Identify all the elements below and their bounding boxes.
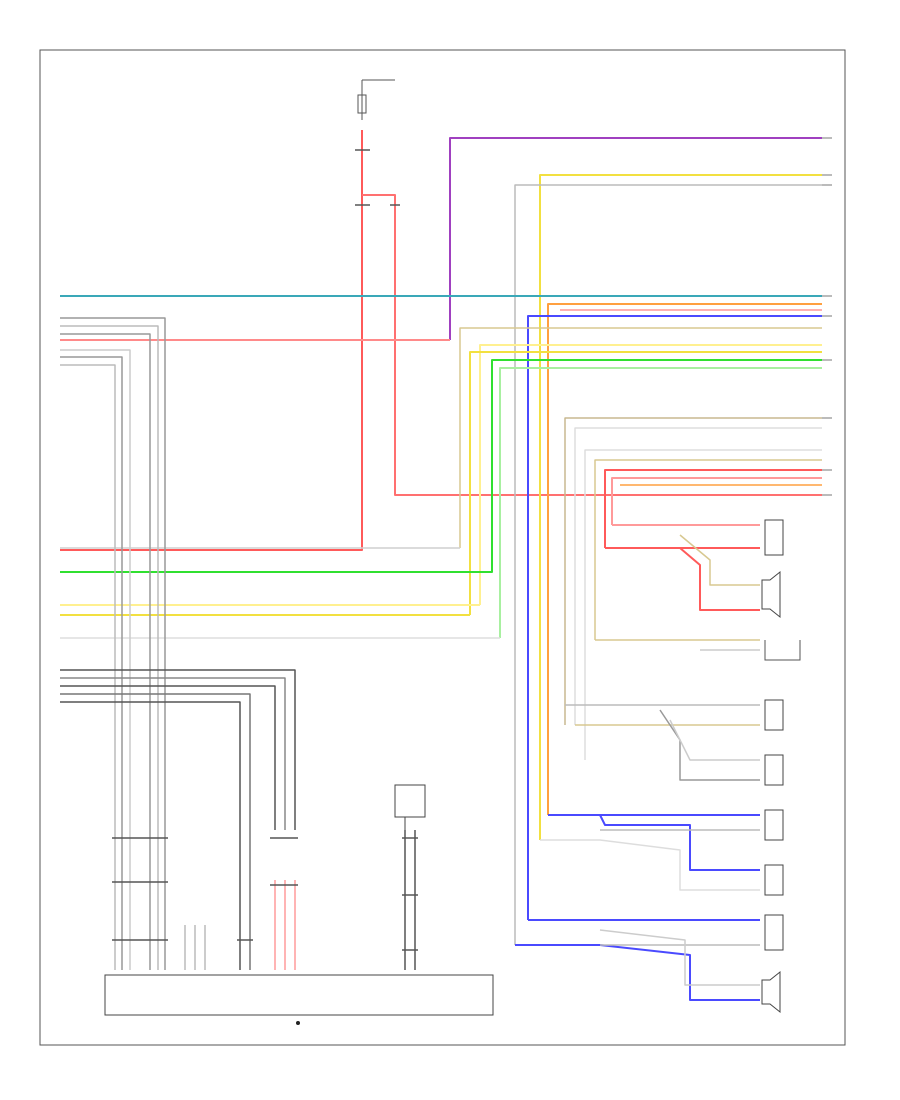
speaker-5 bbox=[764, 809, 784, 841]
yellow-wire-mid bbox=[469, 351, 822, 615]
orange-wire bbox=[547, 303, 822, 815]
bundle-4 bbox=[60, 349, 131, 970]
bundle-10 bbox=[60, 693, 251, 970]
blue-wire-long bbox=[527, 315, 822, 920]
gray-wire-top bbox=[514, 184, 822, 945]
bundle-7 bbox=[60, 669, 296, 830]
speaker-4 bbox=[764, 754, 784, 786]
bundle-11 bbox=[60, 701, 241, 970]
main-module-box bbox=[104, 974, 494, 1016]
bundle-5 bbox=[60, 356, 123, 970]
lightgreen-wire bbox=[499, 367, 822, 638]
speaker-6 bbox=[764, 864, 784, 896]
lightyellow-wire bbox=[479, 344, 822, 605]
bundle-1 bbox=[60, 317, 166, 970]
purple-wire-top bbox=[449, 137, 822, 340]
speaker-8 bbox=[761, 970, 781, 1014]
tan-wire bbox=[459, 327, 822, 548]
speakers bbox=[761, 519, 784, 1014]
small-module bbox=[394, 784, 426, 818]
speaker-7 bbox=[764, 914, 784, 951]
bundle-6 bbox=[60, 364, 116, 970]
wires bbox=[60, 130, 822, 1001]
pink-wire-fuse-right bbox=[362, 194, 822, 496]
module-ground-dot bbox=[296, 1021, 300, 1025]
bundle-3 bbox=[60, 333, 151, 970]
antenna-bracket bbox=[764, 640, 801, 661]
speaker-2 bbox=[761, 570, 781, 619]
right-pin-marks bbox=[822, 137, 832, 496]
diagram-frame bbox=[39, 49, 846, 1046]
green-wire bbox=[60, 359, 822, 573]
bundle-2 bbox=[60, 325, 159, 970]
speaker-3 bbox=[764, 699, 784, 731]
speaker-1 bbox=[764, 519, 784, 556]
red-wire-fuse-left bbox=[60, 130, 363, 551]
yellow-wire-top bbox=[539, 174, 822, 840]
top-fuse bbox=[357, 79, 395, 120]
bundle-8 bbox=[60, 677, 286, 830]
bundle-9 bbox=[60, 685, 276, 830]
connector-marks bbox=[112, 149, 418, 951]
